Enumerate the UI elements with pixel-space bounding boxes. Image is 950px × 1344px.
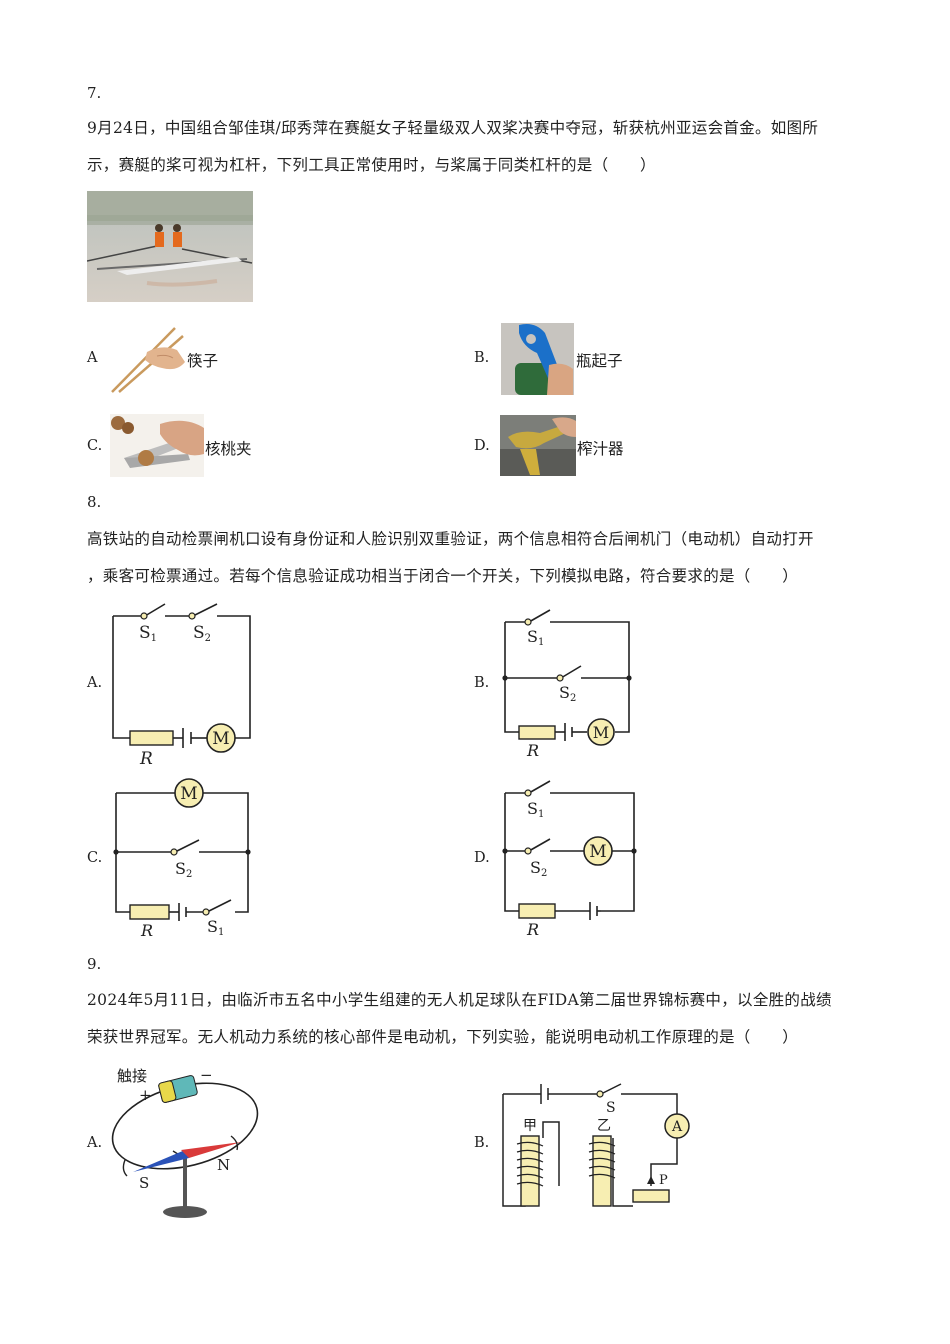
circuit-a-motor-label: M — [212, 729, 229, 749]
north-pole-label: N — [217, 1156, 230, 1174]
question-7-stem: 9月24日，中国组合邹佳琪/邱秀萍在赛艇女子轻量级双人双桨决赛中夺冠，斩获杭州亚… — [87, 110, 887, 184]
circuit-b-diagram: M S1 S2 R — [502, 609, 632, 760]
question-8-stem-line1: 高铁站的自动检票闸机口设有身份证和人脸识别双重验证，两个信息相符合后闸机门（电动… — [87, 530, 814, 548]
q7-option-b-letter[interactable]: B. — [474, 350, 490, 366]
ammeter-label: A — [671, 1119, 683, 1135]
circuit-b-motor-label: M — [593, 723, 609, 742]
q7-option-a-label: 筷子 — [187, 352, 219, 370]
circuit-b-r: R — [526, 741, 539, 760]
circuit-d-motor-label: M — [589, 842, 606, 862]
q7-option-d-letter[interactable]: D. — [474, 438, 490, 454]
q9-option-a-letter[interactable]: A. — [87, 1135, 103, 1151]
circuit-c-s2: S2 — [175, 859, 192, 880]
oersted-experiment-diagram: 触接 + − S N — [111, 1066, 259, 1218]
question-7-stem-line1: 9月24日，中国组合邹佳琪/邱秀萍在赛艇女子轻量级双人双桨决赛中夺冠，斩获杭州亚… — [87, 119, 819, 137]
circuit-d-s2: S2 — [530, 858, 547, 879]
q7-option-c-letter[interactable]: C. — [87, 438, 103, 454]
circuit-d-diagram: M S1 S2 R — [502, 780, 637, 939]
circuit-b-s2: S2 — [559, 683, 576, 704]
question-7-number: 7. — [87, 84, 102, 102]
q8-option-c-letter[interactable]: C. — [87, 850, 103, 866]
slider-p-label: P — [659, 1173, 668, 1188]
question-9-number: 9. — [87, 955, 102, 973]
coil-yi-label: 乙 — [597, 1118, 611, 1134]
juicer-image — [500, 415, 576, 476]
nutcracker-image — [110, 414, 204, 477]
circuit-a-diagram: M S1 S2 R — [112, 603, 251, 769]
touch-label: 触接 — [117, 1067, 147, 1085]
q7-option-d-label: 榨汁器 — [577, 440, 624, 458]
circuit-c-s1: S1 — [207, 917, 224, 938]
circuit-a-r: R — [139, 749, 153, 769]
q8-option-b-letter[interactable]: B. — [474, 675, 490, 691]
q7-option-c-label: 核桃夹 — [205, 440, 252, 458]
circuit-b-s1: S1 — [527, 627, 544, 648]
question-9-stem-line2: 荣获世界冠军。无人机动力系统的核心部件是电动机，下列实验，能说明电动机工作原理的… — [87, 1028, 799, 1046]
q8-option-a-letter[interactable]: A. — [87, 675, 103, 691]
question-8-stem: 高铁站的自动检票闸机口设有身份证和人脸识别双重验证，两个信息相符合后闸机门（电动… — [87, 521, 887, 595]
q9-option-b-letter[interactable]: B. — [474, 1135, 490, 1151]
question-8-stem-line2: ，乘客可检票通过。若每个信息验证成功相当于闭合一个开关，下列模拟电路，符合要求的… — [87, 567, 799, 585]
switch-s-label: S — [606, 1100, 616, 1116]
minus-sign: − — [200, 1066, 213, 1084]
coil-jia-label: 甲 — [523, 1118, 537, 1134]
question-8-number: 8. — [87, 493, 102, 511]
circuit-c-r: R — [140, 921, 153, 940]
south-pole-label: S — [139, 1174, 149, 1192]
q7-option-a-letter[interactable]: A — [87, 350, 98, 366]
circuit-a-s2: S2 — [193, 623, 211, 644]
bottle-opener-image — [501, 323, 574, 395]
chopsticks-image — [107, 322, 187, 394]
circuit-c-diagram: M S2 R S1 — [113, 778, 251, 940]
question-9-stem-line1: 2024年5月11日，由临沂市五名中小学生组建的无人机足球队在FIDA第二届世界… — [87, 991, 832, 1009]
circuit-d-r: R — [526, 920, 539, 939]
question-7-stem-line2: 示，赛艇的桨可视为杠杆，下列工具正常使用时，与桨属于同类杠杆的是（ ） — [87, 156, 656, 174]
circuit-a-s1: S1 — [139, 623, 157, 644]
electromagnet-experiment-diagram: S A 甲 乙 P — [502, 1083, 690, 1207]
circuit-c-motor-label: M — [180, 784, 197, 804]
rowing-photo — [87, 191, 253, 302]
circuit-d-s1: S1 — [527, 799, 544, 820]
question-9-stem: 2024年5月11日，由临沂市五名中小学生组建的无人机足球队在FIDA第二届世界… — [87, 982, 887, 1056]
q8-option-d-letter[interactable]: D. — [474, 850, 490, 866]
q7-option-b-label: 瓶起子 — [576, 352, 623, 370]
